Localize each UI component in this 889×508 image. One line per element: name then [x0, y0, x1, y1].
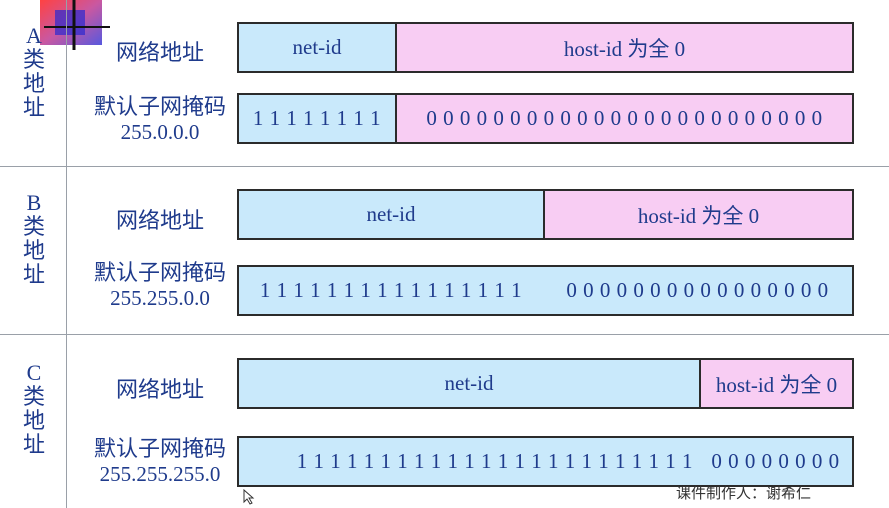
class-c-label: C 类 地 址: [20, 361, 48, 457]
subnet-mask-label: 默认子网掩码 255.0.0.0: [80, 95, 240, 145]
row-divider: [0, 334, 889, 335]
class-char: 址: [22, 262, 45, 287]
subnet-mask-label: 默认子网掩码 255.255.0.0: [80, 261, 240, 311]
network-address-label: 网络地址: [115, 209, 204, 234]
subnet-mask-ip: 255.0.0.0: [120, 120, 200, 144]
slide-corner-decoration: [40, 0, 110, 50]
host-id-field: host-id 为全 0: [395, 24, 852, 71]
class-b-mask-box: 1 1 1 1 1 1 1 1 1 1 1 1 1 1 1 1 0 0 0 0 …: [237, 265, 854, 316]
mouse-pointer-icon: [243, 489, 255, 505]
net-id-field: net-id: [239, 360, 699, 407]
class-char: 类: [22, 214, 45, 239]
class-char: 地: [22, 408, 45, 433]
host-id-field: host-id 为全 0: [699, 360, 852, 407]
class-c-address-box: net-id host-id 为全 0: [237, 358, 854, 409]
mask-ones: 1 1 1 1 1 1 1 1 1 1 1 1 1 1 1 1 1 1 1 1 …: [239, 438, 699, 485]
row-divider: [0, 166, 889, 167]
subnet-mask-ip: 255.255.255.0: [99, 462, 221, 486]
class-char: 址: [22, 432, 45, 457]
net-id-field: net-id: [239, 191, 543, 238]
net-id-field: net-id: [239, 24, 395, 71]
class-char: 类: [22, 384, 45, 409]
class-b-label: B 类 地 址: [20, 191, 48, 287]
class-char: 地: [22, 238, 45, 263]
class-char: 类: [22, 47, 45, 72]
class-letter: C: [26, 360, 42, 385]
column-divider: [66, 0, 67, 508]
class-letter: B: [26, 190, 42, 215]
mask-ones: 1 1 1 1 1 1 1 1 1 1 1 1 1 1 1 1: [239, 267, 543, 314]
subnet-mask-ip: 255.255.0.0: [110, 286, 210, 310]
subnet-mask-title: 默认子网掩码: [93, 261, 226, 286]
subnet-mask-title: 默认子网掩码: [93, 95, 226, 120]
mask-zeros: 0 0 0 0 0 0 0 0 0 0 0 0 0 0 0 0 0 0 0 0 …: [395, 95, 852, 142]
class-a-label: A 类 地 址: [20, 24, 48, 120]
footer-credit: 课件制作人：谢希仁: [676, 484, 812, 502]
class-c-mask-box: 1 1 1 1 1 1 1 1 1 1 1 1 1 1 1 1 1 1 1 1 …: [237, 436, 854, 487]
network-address-label: 网络地址: [115, 378, 204, 403]
class-char: 址: [22, 95, 45, 120]
subnet-mask-title: 默认子网掩码: [93, 437, 226, 462]
class-char: 地: [22, 71, 45, 96]
class-a-address-box: net-id host-id 为全 0: [237, 22, 854, 73]
class-letter: A: [26, 23, 42, 48]
mask-zeros: 0 0 0 0 0 0 0 0 0 0 0 0 0 0 0 0: [543, 267, 852, 314]
class-a-mask-box: 1 1 1 1 1 1 1 1 0 0 0 0 0 0 0 0 0 0 0 0 …: [237, 93, 854, 144]
network-address-label: 网络地址: [115, 41, 204, 66]
class-b-address-box: net-id host-id 为全 0: [237, 189, 854, 240]
mask-ones: 1 1 1 1 1 1 1 1: [239, 95, 395, 142]
mask-zeros: 0 0 0 0 0 0 0 0: [699, 438, 852, 485]
host-id-field: host-id 为全 0: [543, 191, 852, 238]
subnet-mask-label: 默认子网掩码 255.255.255.0: [80, 437, 240, 487]
